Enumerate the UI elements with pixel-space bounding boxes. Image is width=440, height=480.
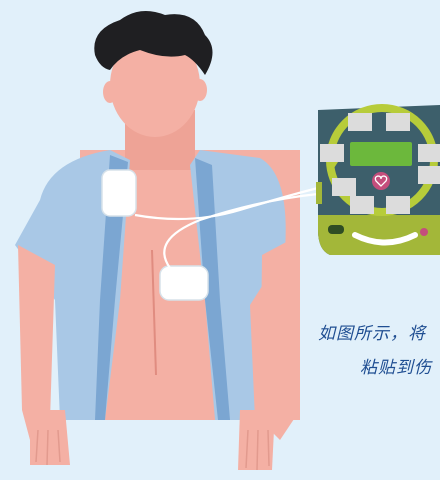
person-illustration xyxy=(15,11,300,471)
heart-icon xyxy=(372,172,390,190)
caption-line-1: 如图所示，将 xyxy=(318,324,426,344)
caption-line-2: 粘贴到伤 xyxy=(360,358,432,378)
electrode-pad-upper xyxy=(101,169,137,217)
electrode-pad-lower xyxy=(159,265,209,301)
electrode-cables xyxy=(134,186,319,269)
aed-device xyxy=(316,104,440,255)
